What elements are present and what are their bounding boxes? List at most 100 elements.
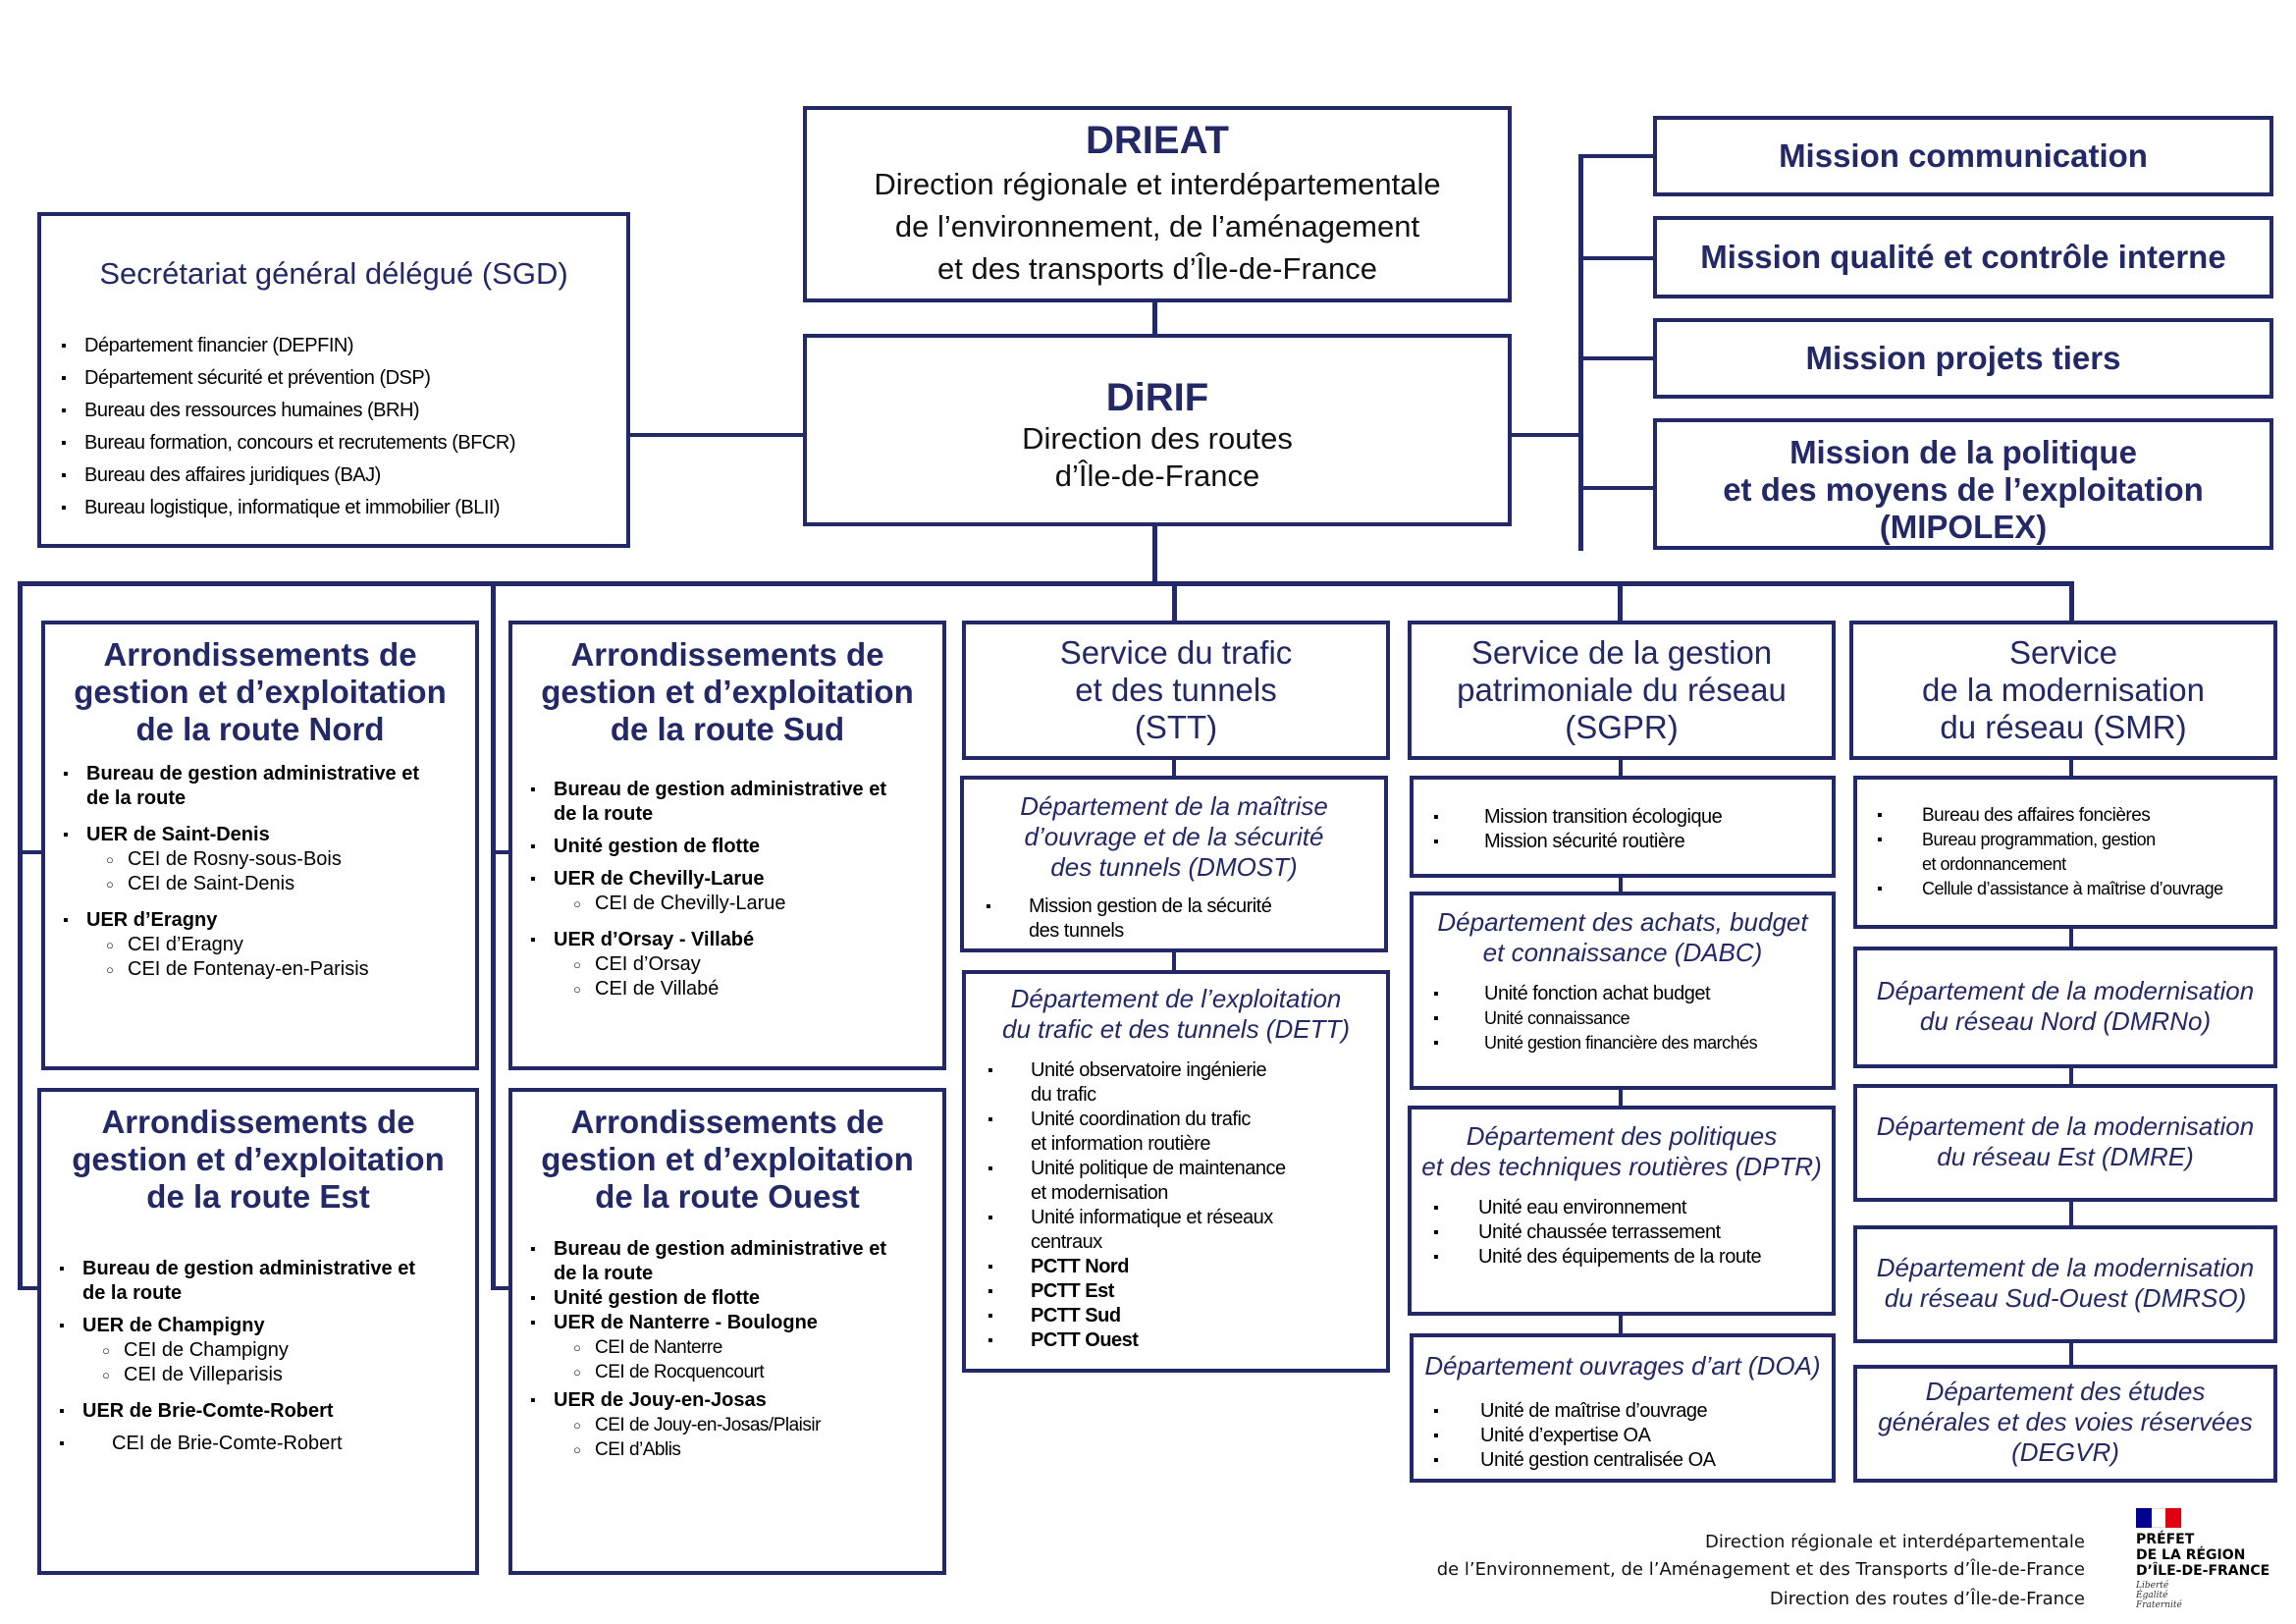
smr-item-cellule: Cellule d’assistance à maîtrise d’ouvrag… <box>1877 877 2266 901</box>
dabc-title: Département des achats, budget et connai… <box>1414 907 1832 968</box>
arrondissement-est-box: Arrondissements de gestion et d’exploita… <box>37 1088 479 1575</box>
sgpr-mission-transition: Mission transition écologique <box>1433 805 1824 830</box>
prefet-logo: PRÉFET DE LA RÉGION D’ÎLE-DE-FRANCE Libe… <box>2136 1508 2283 1618</box>
connector-left-bus-1 <box>18 581 23 1288</box>
ouest-title-line1: Arrondissements de <box>570 1104 884 1140</box>
dmrso-line2: du réseau Sud-Ouest (DMRSO) <box>1884 1283 2247 1313</box>
logo-line3: D’ÎLE-DE-FRANCE <box>2136 1563 2270 1579</box>
smr-title-line2: de la modernisation <box>1921 672 2205 708</box>
mipolex-line1: Mission de la politique <box>1789 434 2137 470</box>
ouest-flotte: Unité gestion de flotte <box>530 1286 934 1311</box>
dabc-list: Unité fonction achat budget Unité connai… <box>1433 982 1824 1056</box>
dmre-title: Département de la modernisation du résea… <box>1857 1111 2273 1172</box>
est-bureau-line2: de la route <box>82 1282 183 1304</box>
stt-title-line3: (STT) <box>1134 709 1218 745</box>
dmre-line2: du réseau Est (DMRE) <box>1937 1142 2194 1171</box>
est-title-line2: gestion et d’exploitation <box>72 1141 445 1177</box>
sud-uer2: UER d’Orsay - Villabé <box>530 928 934 952</box>
doa-item-maitrise: Unité de maîtrise d’ouvrage <box>1433 1399 1824 1424</box>
sud-cei-villabe: CEI de Villabé <box>573 977 942 1001</box>
dett-item-pctt-est: PCTT Est <box>988 1279 1378 1304</box>
nord-title-line2: gestion et d’exploitation <box>74 674 447 710</box>
connector-bus-ouest <box>491 1286 510 1290</box>
dett-item-coordination-line1: Unité coordination du trafic <box>1031 1109 1251 1130</box>
nord-uer1-label: UER de Saint-Denis <box>86 824 270 845</box>
connector-bus-nord <box>18 850 45 854</box>
logo-motto-fraternite: Fraternité <box>2136 1600 2182 1610</box>
dmre-box: Département de la modernisation du résea… <box>1853 1084 2277 1202</box>
dmost-title-line2: d’ouvrage et de la sécurité <box>1024 822 1324 851</box>
sud-uer1-cei: CEI de Chevilly-Larue <box>512 892 942 916</box>
dabc-box: Département des achats, budget et connai… <box>1410 892 1836 1090</box>
services-horizontal-bus <box>18 581 2074 586</box>
drieat-acronym: DRIEAT <box>1086 119 1229 162</box>
dirif-acronym: DiRIF <box>1105 376 1209 419</box>
dptr-list: Unité eau environnement Unité chaussée t… <box>1433 1196 1824 1270</box>
doa-box: Département ouvrages d’art (DOA) Unité d… <box>1410 1333 1836 1483</box>
nord-uer1: UER de Saint-Denis <box>63 823 467 847</box>
nord-cei-fontenay: CEI de Fontenay-en-Parisis <box>106 957 475 982</box>
degvr-line2: générales et des voies réservées <box>1878 1407 2253 1436</box>
sud-title-line3: de la route Sud <box>610 711 845 747</box>
sgd-item-baj: Bureau des affaires juridiques (BAJ) <box>61 460 626 492</box>
nord-bureau-line1: Bureau de gestion administrative et <box>86 763 419 785</box>
connector-bus-est <box>18 1286 45 1290</box>
sgpr-title: Service de la gestion patrimoniale du ré… <box>1412 634 1832 746</box>
est-cei-villeparisis: CEI de Villeparisis <box>102 1363 475 1387</box>
connector-stt-dmost <box>1172 758 1176 776</box>
est-uer1-cei: CEI de Champigny CEI de Villeparisis <box>41 1338 475 1387</box>
degvr-title: Département des études générales et des … <box>1857 1377 2273 1468</box>
dirif-line1: Direction des routes <box>1022 421 1293 456</box>
dmost-title-line1: Département de la maîtrise <box>1020 791 1328 821</box>
stt-title-line2: et des tunnels <box>1075 672 1277 708</box>
dett-item-maintenance-line1: Unité politique de maintenance <box>1031 1158 1286 1179</box>
dmrno-box: Département de la modernisation du résea… <box>1853 947 2277 1068</box>
stt-box: Service du trafic et des tunnels (STT) <box>962 621 1390 760</box>
dett-title: Département de l’exploitation du trafic … <box>966 984 1386 1045</box>
drieat-line2: de l’environnement, de l’aménagement <box>894 209 1420 244</box>
dmost-item-line1: Mission gestion de la sécurité <box>1029 895 1272 917</box>
est-cei-champigny: CEI de Champigny <box>102 1338 475 1363</box>
ouest-uer1-cei: CEI de Nanterre CEI de Rocquencourt <box>512 1335 942 1384</box>
connector-bus-sgpr <box>1618 581 1623 623</box>
connector-mission-projets <box>1578 356 1653 360</box>
connector-bus-stt <box>1172 581 1177 623</box>
nord-cei-eragny: CEI d’Eragny <box>106 933 475 957</box>
dmost-box: Département de la maîtrise d’ouvrage et … <box>960 776 1388 952</box>
est-title-line1: Arrondissements de <box>101 1104 415 1140</box>
est-title-line3: de la route Est <box>146 1178 370 1215</box>
sud-uer1: UER de Chevilly-Larue <box>530 867 934 892</box>
dett-item-pctt-ouest: PCTT Ouest <box>988 1328 1378 1353</box>
dett-item-informatique-line2: centraux <box>1031 1231 1102 1253</box>
connector-dirif-missions <box>1512 433 1580 437</box>
mission-projets-box: Mission projets tiers <box>1653 318 2273 399</box>
arrondissement-sud-box: Arrondissements de gestion et d’exploita… <box>508 621 946 1070</box>
sud-cei-orsay: CEI d’Orsay <box>573 952 942 977</box>
stt-title: Service du trafic et des tunnels (STT) <box>966 634 1386 746</box>
sud-list-2: UER d’Orsay - Villabé <box>530 928 934 952</box>
ouest-title: Arrondissements de gestion et d’exploita… <box>512 1104 942 1216</box>
sgpr-title-line1: Service de la gestion <box>1470 634 1773 671</box>
dmost-title-line3: des tunnels (DMOST) <box>1050 852 1298 882</box>
mission-projets-label: Mission projets tiers <box>1805 340 2121 376</box>
dmrno-line1: Département de la modernisation <box>1876 976 2255 1005</box>
connector-mission-qualite <box>1578 256 1653 260</box>
smr-title: Service de la modernisation du réseau (S… <box>1853 634 2273 746</box>
sgpr-title-line2: patrimoniale du réseau <box>1457 672 1787 708</box>
dett-box: Département de l’exploitation du trafic … <box>962 970 1390 1373</box>
nord-bureau-line2: de la route <box>86 787 187 809</box>
smr-item-foncieres: Bureau des affaires foncières <box>1877 803 2266 828</box>
dett-item-observatoire-line2: du trafic <box>1031 1084 1096 1106</box>
mission-qualite-box: Mission qualité et contrôle interne <box>1653 216 2273 298</box>
smr-item-programmation-line2: et ordonnancement <box>1922 854 2066 874</box>
sgd-item-bfcr: Bureau formation, concours et recrutemen… <box>61 427 626 460</box>
nord-cei-rosny: CEI de Rosny-sous-Bois <box>106 847 475 872</box>
dptr-item-eau: Unité eau environnement <box>1433 1196 1824 1220</box>
